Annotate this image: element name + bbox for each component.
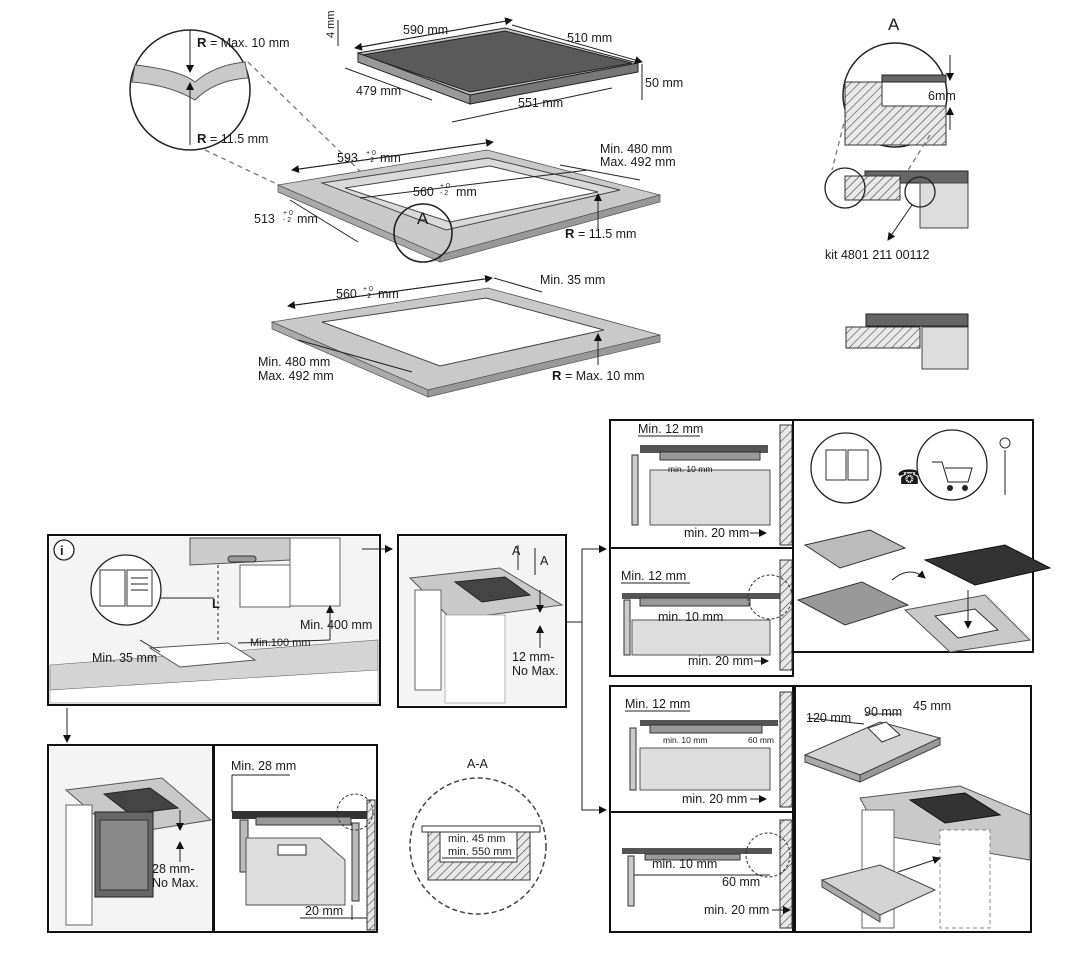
- detail-a-title: A: [888, 15, 900, 34]
- clearance-panel-3: Min. 12 mm min. 10 mm 60 mm min. 20 mm: [609, 685, 794, 813]
- std-r-prefix: R: [552, 368, 562, 383]
- std-width: 560: [336, 287, 357, 301]
- rear-cutout-panel: 120 mm 90 mm 45 mm: [794, 685, 1032, 933]
- cart-icon: [916, 429, 988, 501]
- standard-cutout: 560 + 0 - 2 mm Min. 35 mm Min. 480 mm Ma…: [258, 273, 661, 398]
- std-min-edge: Min. 35 mm: [540, 273, 605, 287]
- oven-kitchen-panel: 28 mm- No Max.: [47, 744, 214, 933]
- section-aa: A-A min. 45 mm min. 550 mm: [409, 757, 547, 915]
- detail-a-step: 6mm: [928, 89, 956, 103]
- hob-depth-top: 510 mm: [567, 31, 612, 45]
- flush-r-prefix: R: [565, 226, 575, 241]
- p2-min10: min. 10 mm: [658, 610, 723, 624]
- marker-a: A: [417, 209, 429, 228]
- clearance-panel-2: Min. 12 mm min. 10 mm min. 20 mm: [609, 547, 794, 677]
- r-bottom-value: = 11.5 mm: [210, 132, 268, 146]
- std-depth-min: Min. 480 mm: [258, 355, 330, 369]
- aa-title: A-A: [467, 757, 489, 771]
- r-top-prefix: R: [197, 35, 207, 50]
- detail-a: A 6mm kit 4801 211 00112: [824, 15, 969, 370]
- radius-detail: R = Max. 10 mm R = 11.5 mm: [129, 29, 406, 241]
- inner-unit: mm: [456, 185, 477, 199]
- r-bottom-prefix: R: [197, 131, 207, 146]
- std-tol-top: + 0: [363, 286, 373, 293]
- inner-tol-top: + 0: [440, 183, 450, 190]
- aa-min550: min. 550 mm: [448, 846, 512, 858]
- dim-45: 45 mm: [913, 699, 951, 713]
- section-a-label: A: [512, 544, 521, 558]
- r-top-value: = Max. 10 mm: [210, 36, 290, 50]
- outer-depth: 513: [254, 212, 275, 226]
- inner-tol-bottom: - 2: [440, 190, 448, 197]
- kitchen-overview-panel: i L Min. 400 mm Min.100 mm Min. 35 mm: [47, 534, 393, 743]
- inner-width: 560: [413, 185, 434, 199]
- outer-tol-top: + 0: [366, 150, 376, 157]
- thickness-28-nomax: No Max.: [152, 876, 199, 890]
- install-steps-panel: ☎: [792, 419, 1052, 653]
- clearance-panel-4: min. 10 mm 60 mm min. 20 mm: [609, 811, 794, 933]
- dim-120: 120 mm: [806, 711, 851, 725]
- phone-icon: ☎: [897, 467, 922, 489]
- std-r-value: = Max. 10 mm: [565, 369, 645, 383]
- thickness-12: 12 mm-: [512, 650, 554, 664]
- thickness-28: 28 mm-: [152, 862, 194, 876]
- outer-depth-tol-top: + 0: [283, 210, 293, 217]
- outer-tol-bottom: - 2: [366, 157, 374, 164]
- min-28: Min. 28 mm: [231, 759, 296, 773]
- section-a-panel: A A 12 mm- No Max.: [397, 534, 607, 814]
- p2-min12: Min. 12 mm: [621, 569, 686, 583]
- hob-top-view: 590 mm 510 mm 4 mm 50 mm 479 mm 551 mm: [325, 11, 683, 123]
- l-label: L: [212, 596, 220, 611]
- p1-min12: Min. 12 mm: [638, 422, 703, 436]
- depth-min: Min. 480 mm: [600, 142, 672, 156]
- hob-width-top: 590 mm: [403, 23, 448, 37]
- dim-90: 90 mm: [864, 705, 902, 719]
- std-unit: mm: [378, 287, 399, 301]
- thickness-12-nomax: No Max.: [512, 664, 559, 678]
- p1-min20: min. 20 mm: [684, 526, 749, 540]
- flush-cutout: 593 + 0 - 2 mm 560 + 0 - 2 mm 513 + 0 - …: [254, 139, 676, 263]
- kit-number: kit 4801 211 00112: [825, 248, 930, 262]
- std-tol-bottom: - 2: [363, 293, 371, 300]
- p4-min10: min. 10 mm: [652, 857, 717, 871]
- outer-unit: mm: [380, 151, 401, 165]
- p4-60: 60 mm: [722, 875, 760, 889]
- oven-section-panel: Min. 28 mm 20 mm: [213, 744, 378, 933]
- min-100: Min.100 mm: [250, 637, 311, 649]
- p4-min20: min. 20 mm: [704, 903, 769, 917]
- min-35: Min. 35 mm: [92, 651, 157, 665]
- p3-min20: min. 20 mm: [682, 792, 747, 806]
- hob-thickness: 4 mm: [325, 11, 337, 39]
- outer-depth-unit: mm: [297, 212, 318, 226]
- hob-width-bottom: 551 mm: [518, 96, 563, 110]
- p2-min20: min. 20 mm: [688, 654, 753, 668]
- hob-height: 50 mm: [645, 76, 683, 90]
- outer-depth-tol-bottom: - 2: [283, 217, 291, 224]
- p3-min10: min. 10 mm: [663, 735, 707, 745]
- min-400: Min. 400 mm: [300, 618, 372, 632]
- dist-20: 20 mm: [305, 904, 343, 918]
- section-a2-label: A: [540, 554, 549, 568]
- depth-max: Max. 492 mm: [600, 155, 676, 169]
- std-depth-max: Max. 492 mm: [258, 369, 334, 383]
- hob-depth-bottom: 479 mm: [356, 84, 401, 98]
- aa-min45: min. 45 mm: [448, 833, 505, 845]
- flush-r-value: = 11.5 mm: [578, 227, 636, 241]
- p3-min12: Min. 12 mm: [625, 697, 690, 711]
- p3-60: 60 mm: [748, 735, 774, 745]
- p1-min10: min. 10 mm: [668, 464, 712, 474]
- clearance-panel-1: Min. 12 mm min. 10 mm min. 20 mm: [609, 419, 794, 549]
- info-icon: i: [60, 543, 64, 558]
- outer-width: 593: [337, 151, 358, 165]
